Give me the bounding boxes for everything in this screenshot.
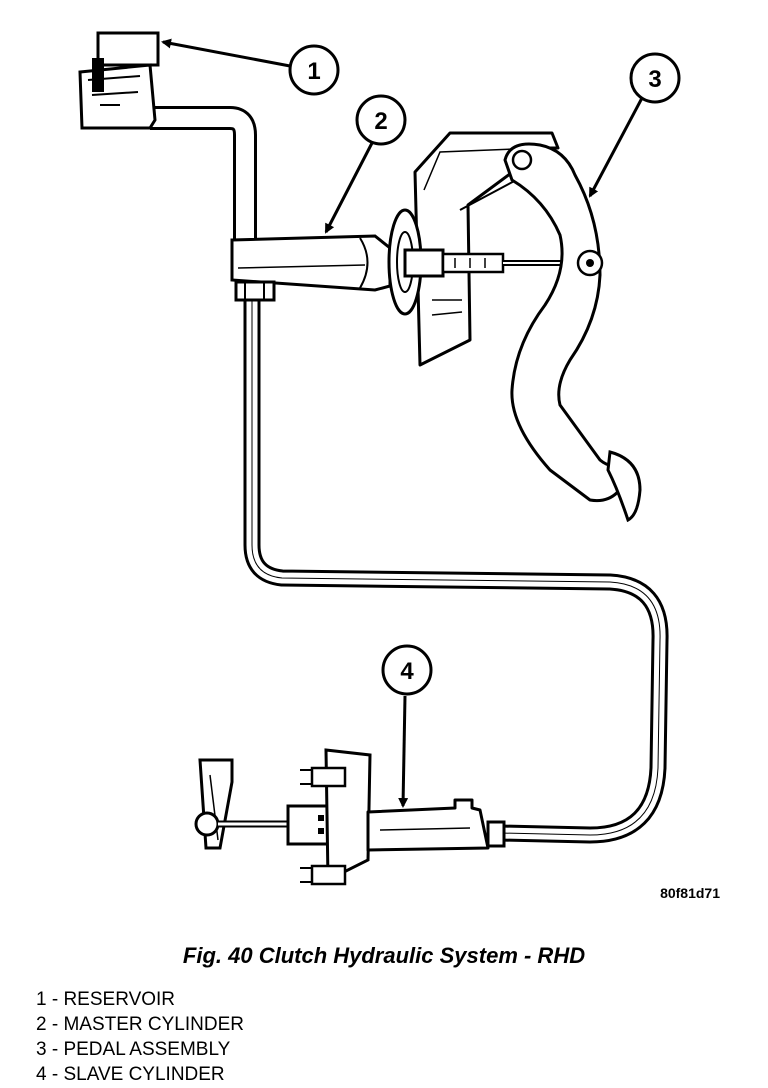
callout-number: 3 [648,66,661,93]
callout-number: 4 [400,658,414,685]
pedal-assembly [503,142,642,523]
callout-2-arrow [324,142,374,234]
legend-item: 2 - MASTER CYLINDER [36,1014,244,1035]
callout-1-arrow [161,38,291,68]
callout-2: 2 [355,94,407,146]
diagram-svg: 1 2 3 4 [78,31,681,886]
legend-item: 1 - RESERVOIR [36,989,176,1010]
reservoir [78,31,160,130]
legend-item: 4 - SLAVE CYLINDER [36,1064,225,1085]
callout-4: 4 [381,644,433,696]
callout-number: 1 [307,58,320,85]
callout-circle [381,644,433,696]
callout-arrows [161,38,644,808]
legend: 1 - RESERVOIR 2 - MASTER CYLINDER 3 - PE… [36,987,244,1087]
hydraulic-line [243,300,669,844]
callout-circle [288,44,340,96]
push-rod [403,248,580,278]
callout-4-arrow [398,695,409,808]
figure-code: 80f81d71 [660,885,720,901]
reservoir-hose [150,106,257,240]
callout-circle [355,94,407,146]
slave-cylinder [194,748,506,886]
callout-1: 1 [288,44,340,96]
master-cylinder [230,234,392,302]
legend-item: 3 - PEDAL ASSEMBLY [36,1039,231,1060]
callout-number: 2 [374,108,387,135]
callout-3-arrow [588,97,644,198]
callout-3: 3 [629,52,681,104]
figure-caption: Fig. 40 Clutch Hydraulic System - RHD [182,943,586,968]
callout-circle [629,52,681,104]
